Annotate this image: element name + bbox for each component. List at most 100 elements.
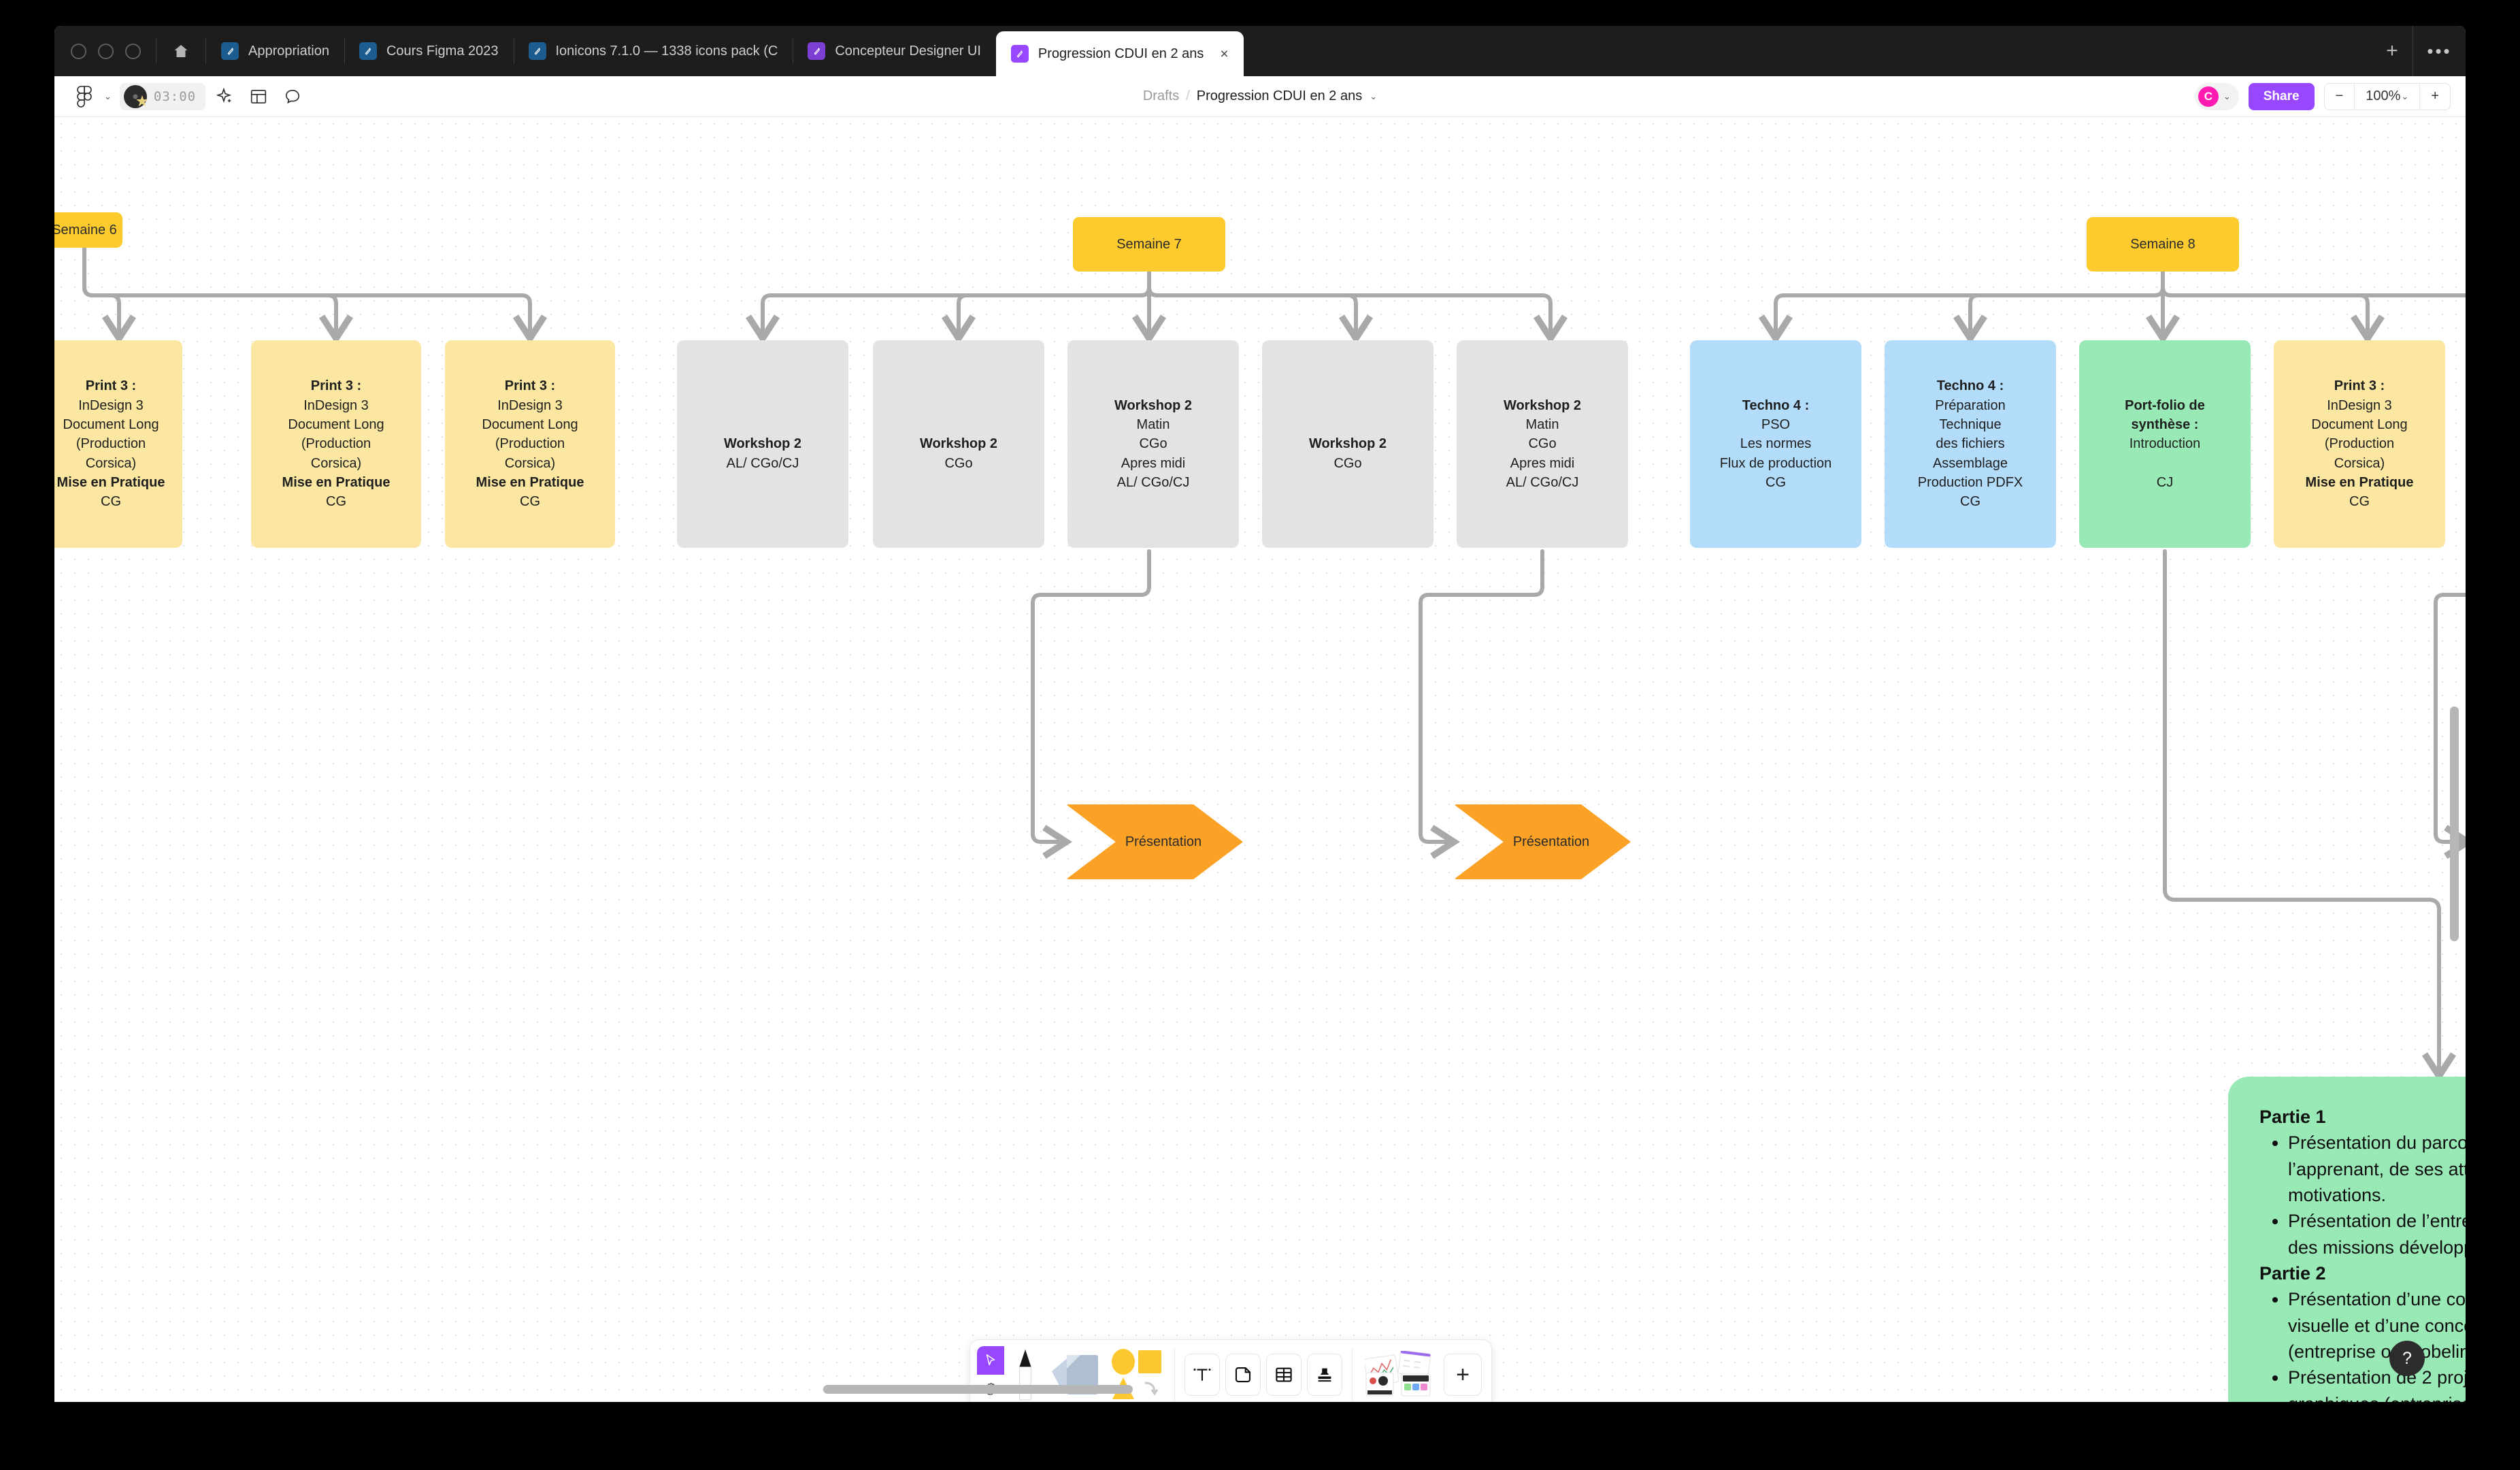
new-tab-button[interactable]: + — [2386, 39, 2398, 62]
actions-button[interactable] — [210, 82, 239, 112]
more-tools-button[interactable]: + — [1444, 1354, 1482, 1396]
move-tool[interactable] — [977, 1346, 1004, 1375]
card-line: Workshop 2 — [1503, 397, 1582, 413]
chevron-down-icon: ⌄ — [2401, 91, 2409, 101]
card-line — [761, 415, 765, 434]
zoom-level-value: 100% — [2366, 88, 2401, 103]
card-line: (Production — [301, 436, 371, 452]
card-line: Print 3 : — [310, 378, 362, 394]
template-button[interactable] — [244, 82, 273, 112]
note-list: Présentation d’une conception d’identité… — [2288, 1286, 2466, 1402]
card-line: CG — [520, 494, 540, 510]
text-tool[interactable] — [1184, 1354, 1220, 1396]
window-controls[interactable] — [54, 26, 156, 76]
zoom-out-button[interactable]: − — [2335, 88, 2344, 103]
maximize-window-button[interactable] — [125, 43, 141, 59]
close-window-button[interactable] — [71, 43, 86, 59]
browser-tab-1[interactable]: Appropriation — [206, 26, 344, 76]
card-line: Mise en Pratique — [282, 475, 391, 491]
chevron-down-icon: ⌄ — [2223, 91, 2231, 101]
browser-tab-3[interactable]: Ionicons 7.1.0 — 1338 icons pack (C — [513, 26, 793, 76]
week-node[interactable]: Semaine 7 — [1073, 217, 1225, 272]
card-line — [1346, 415, 1350, 434]
close-icon[interactable]: × — [1220, 46, 1229, 62]
note-list-item: Présentation du parcours, du projet de l… — [2288, 1130, 2466, 1208]
breadcrumb-caret-icon[interactable]: ⌄ — [1370, 91, 1378, 101]
card-line: Corsica) — [504, 455, 556, 471]
card-line: Technique — [1939, 416, 2002, 432]
music-timer-widget[interactable]: ★ 03:00 — [119, 82, 206, 110]
section-tool[interactable] — [1225, 1354, 1261, 1396]
zoom-in-button[interactable]: + — [2431, 88, 2439, 103]
sticky-note-tool[interactable] — [1046, 1346, 1105, 1402]
vertical-scrollbar[interactable] — [2450, 706, 2459, 941]
presentation-chevron[interactable]: Présentation — [1454, 804, 1631, 879]
figma-menu-button[interactable] — [69, 82, 99, 112]
home-button[interactable] — [156, 26, 205, 76]
tab-label: Progression CDUI en 2 ans — [1038, 46, 1204, 61]
collaborators-button[interactable]: C ⌄ — [2194, 82, 2239, 110]
breadcrumb-drafts[interactable]: Drafts — [1142, 88, 1180, 103]
card-line: Apres midi — [1510, 455, 1575, 471]
stamp-tool[interactable] — [1307, 1354, 1342, 1396]
comment-button[interactable] — [278, 82, 308, 112]
note-card[interactable]: Partie 1Présentation du parcours, du pro… — [2228, 1077, 2466, 1402]
note-list-item: Présentation de 2 projets de production … — [2288, 1365, 2466, 1402]
card-line: InDesign 3 — [303, 397, 369, 413]
zoom-level-button[interactable]: 100% ⌄ — [2355, 84, 2419, 110]
share-button[interactable]: Share — [2248, 82, 2315, 110]
browser-menu-button[interactable]: ••• — [2413, 26, 2466, 76]
browser-tab-2[interactable]: Cours Figma 2023 — [344, 26, 514, 76]
divider — [1174, 1348, 1175, 1401]
card-line: synthèse : — [2131, 416, 2199, 432]
week-node[interactable]: Semaine 8 — [2087, 217, 2239, 272]
card-line: Document Long — [2311, 416, 2408, 432]
card-line: CG — [326, 494, 346, 510]
card-line: CG — [1765, 475, 1786, 491]
card-line: Mise en Pratique — [476, 475, 584, 491]
note-list-item: Présentation d’une conception d’identité… — [2288, 1286, 2466, 1365]
card-line: Mise en Pratique — [56, 475, 165, 491]
minimize-window-button[interactable] — [98, 43, 114, 59]
week-node[interactable]: Semaine 6 — [54, 212, 122, 248]
horizontal-scrollbar[interactable] — [823, 1385, 1133, 1394]
card-line: (Production — [76, 436, 146, 452]
card-line: CG — [2349, 494, 2370, 510]
presentation-chevron[interactable]: Présentation — [1066, 804, 1243, 879]
help-button[interactable]: ? — [2389, 1341, 2425, 1376]
breadcrumb-file-name[interactable]: Progression CDUI en 2 ans — [1196, 88, 1363, 103]
table-tool[interactable] — [1266, 1354, 1302, 1396]
browser-tab-5[interactable]: Progression CDUI en 2 ans × — [995, 31, 1244, 76]
card-line: Corsica) — [85, 455, 137, 471]
sticky-notes-icon — [1052, 1355, 1098, 1394]
note-list-item: Présentation de l’entreprise d’accueil e… — [2288, 1208, 2466, 1260]
card-line: CGo — [1333, 455, 1362, 471]
chevron-label: Présentation — [1125, 834, 1202, 849]
card-line: Corsica) — [2334, 455, 2385, 471]
card-line: Print 3 : — [85, 378, 137, 394]
figjam-icon — [528, 42, 546, 60]
card-line: Techno 4 : — [1936, 378, 2004, 394]
note-heading: Partie 2 — [2259, 1262, 2326, 1284]
card-line: AL/ CGo/CJ — [1116, 475, 1190, 491]
widgets-tool[interactable] — [1359, 1346, 1441, 1402]
browser-tab-4[interactable]: Concepteur Designer UI — [793, 26, 996, 76]
breadcrumb: Drafts / Progression CDUI en 2 ans ⌄ — [1143, 88, 1377, 104]
card-line: Workshop 2 — [1114, 397, 1193, 413]
table-icon — [1276, 1367, 1292, 1382]
figma-menu-caret[interactable]: ⌄ — [104, 91, 112, 101]
